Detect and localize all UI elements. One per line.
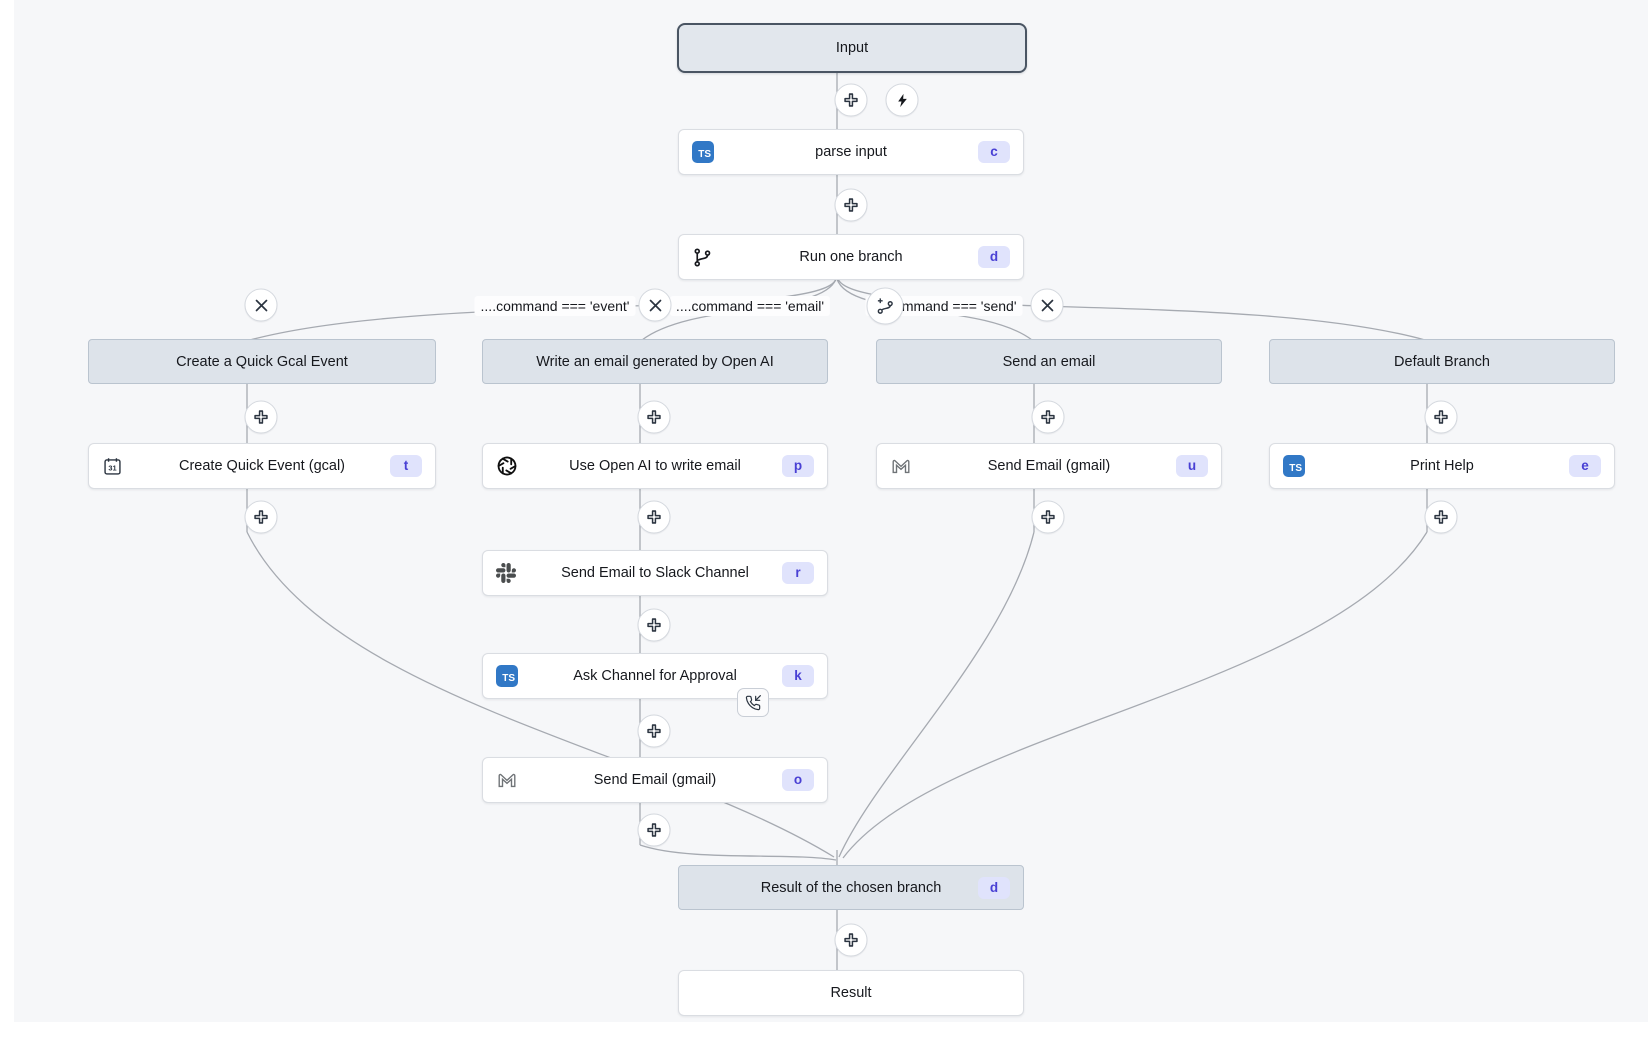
add-step-button[interactable] <box>834 83 868 117</box>
branch-header-label: Default Branch <box>1394 353 1490 370</box>
add-step-button[interactable] <box>1031 400 1065 434</box>
add-step-button[interactable] <box>1031 500 1065 534</box>
branch-plus-icon <box>877 298 893 314</box>
plus-icon <box>647 823 661 837</box>
add-step-button[interactable] <box>244 400 278 434</box>
add-step-button[interactable] <box>637 813 671 847</box>
node-result[interactable]: Result <box>678 970 1024 1016</box>
plus-icon <box>844 93 858 107</box>
node-label: parse input <box>815 144 887 160</box>
branch-condition-label[interactable]: ....command === 'event' <box>474 296 636 316</box>
node-send-email-slack[interactable]: Send Email to Slack Channel r <box>482 550 828 596</box>
node-label: Send Email (gmail) <box>987 458 1111 474</box>
plus-icon <box>844 198 858 212</box>
node-badge: t <box>390 455 422 477</box>
lightning-bolt-icon <box>897 93 907 107</box>
node-send-email-gmail[interactable]: Send Email (gmail) u <box>876 443 1222 489</box>
add-branch-button[interactable] <box>866 287 904 325</box>
trigger-button[interactable] <box>885 83 919 117</box>
node-result-chosen-branch[interactable]: Result of the chosen branch d <box>678 865 1024 910</box>
plus-icon <box>1434 410 1448 424</box>
remove-branch-button[interactable] <box>638 288 672 322</box>
branch-header-label: Send an email <box>1002 353 1096 370</box>
node-badge: d <box>978 876 1010 899</box>
node-label: Result <box>830 985 872 1001</box>
git-branch-icon <box>692 235 713 279</box>
branch-condition-label[interactable]: ....command === 'send' <box>865 296 1023 316</box>
node-badge: u <box>1176 455 1208 477</box>
plus-icon <box>647 510 661 524</box>
node-print-help[interactable]: TS Print Help e <box>1269 443 1615 489</box>
node-badge: e <box>1569 455 1601 477</box>
add-step-button[interactable] <box>834 188 868 222</box>
branch-header-default[interactable]: Default Branch <box>1269 339 1615 384</box>
node-badge: p <box>782 455 814 477</box>
add-step-button[interactable] <box>1424 400 1458 434</box>
typescript-icon: TS <box>496 654 518 698</box>
node-label: Run one branch <box>799 249 903 265</box>
branch-header-openai-email[interactable]: Write an email generated by Open AI <box>482 339 828 384</box>
gmail-icon <box>890 444 912 488</box>
branch-header-label: Write an email generated by Open AI <box>536 353 774 370</box>
openai-logo-icon <box>496 444 518 488</box>
node-label: Send Email to Slack Channel <box>561 565 749 581</box>
node-label: Send Email (gmail) <box>593 772 717 788</box>
node-parse-input[interactable]: TS parse input c <box>678 129 1024 175</box>
add-step-button[interactable] <box>834 923 868 957</box>
add-step-button[interactable] <box>637 608 671 642</box>
node-badge: d <box>978 246 1010 268</box>
branch-header-gcal-event[interactable]: Create a Quick Gcal Event <box>88 339 436 384</box>
node-send-email-gmail-2[interactable]: Send Email (gmail) o <box>482 757 828 803</box>
node-input[interactable]: Input <box>677 23 1027 73</box>
plus-icon <box>647 410 661 424</box>
node-label: Ask Channel for Approval <box>573 668 737 684</box>
plus-icon <box>844 933 858 947</box>
node-create-quick-event[interactable]: 31 Create Quick Event (gcal) t <box>88 443 436 489</box>
plus-icon <box>254 510 268 524</box>
plus-icon <box>1434 510 1448 524</box>
remove-branch-button[interactable] <box>1030 288 1064 322</box>
phone-incoming-icon <box>745 694 761 710</box>
calendar-icon: 31 <box>102 444 123 488</box>
gmail-icon <box>496 758 518 802</box>
node-badge: r <box>782 562 814 584</box>
node-use-openai[interactable]: Use Open AI to write email p <box>482 443 828 489</box>
close-icon <box>255 299 267 311</box>
svg-text:31: 31 <box>108 463 116 472</box>
plus-icon <box>647 724 661 738</box>
node-label: Use Open AI to write email <box>569 458 741 474</box>
node-label: Create Quick Event (gcal) <box>178 458 345 474</box>
add-step-button[interactable] <box>637 500 671 534</box>
branch-header-label: Create a Quick Gcal Event <box>176 353 348 370</box>
add-step-button[interactable] <box>637 714 671 748</box>
remove-branch-button[interactable] <box>244 288 278 322</box>
suspend-approval-button[interactable] <box>737 688 769 717</box>
branch-header-send-email[interactable]: Send an email <box>876 339 1222 384</box>
close-icon <box>649 299 661 311</box>
add-step-button[interactable] <box>244 500 278 534</box>
node-badge: o <box>782 769 814 791</box>
typescript-icon: TS <box>1283 444 1305 488</box>
plus-icon <box>1041 510 1055 524</box>
node-ask-channel-approval[interactable]: TS Ask Channel for Approval k <box>482 653 828 699</box>
branch-condition-label[interactable]: ....command === 'email' <box>669 296 831 316</box>
node-label: Result of the chosen branch <box>760 879 942 896</box>
node-badge: k <box>782 665 814 687</box>
plus-icon <box>647 618 661 632</box>
node-label: Input <box>835 40 869 56</box>
typescript-icon: TS <box>692 130 714 174</box>
close-icon <box>1041 299 1053 311</box>
node-run-one-branch[interactable]: Run one branch d <box>678 234 1024 280</box>
plus-icon <box>1041 410 1055 424</box>
plus-icon <box>254 410 268 424</box>
node-label: Print Help <box>1410 458 1474 474</box>
flow-canvas[interactable]: ....command === 'event' ....command === … <box>14 0 1648 1022</box>
add-step-button[interactable] <box>637 400 671 434</box>
node-badge: c <box>978 141 1010 163</box>
add-step-button[interactable] <box>1424 500 1458 534</box>
